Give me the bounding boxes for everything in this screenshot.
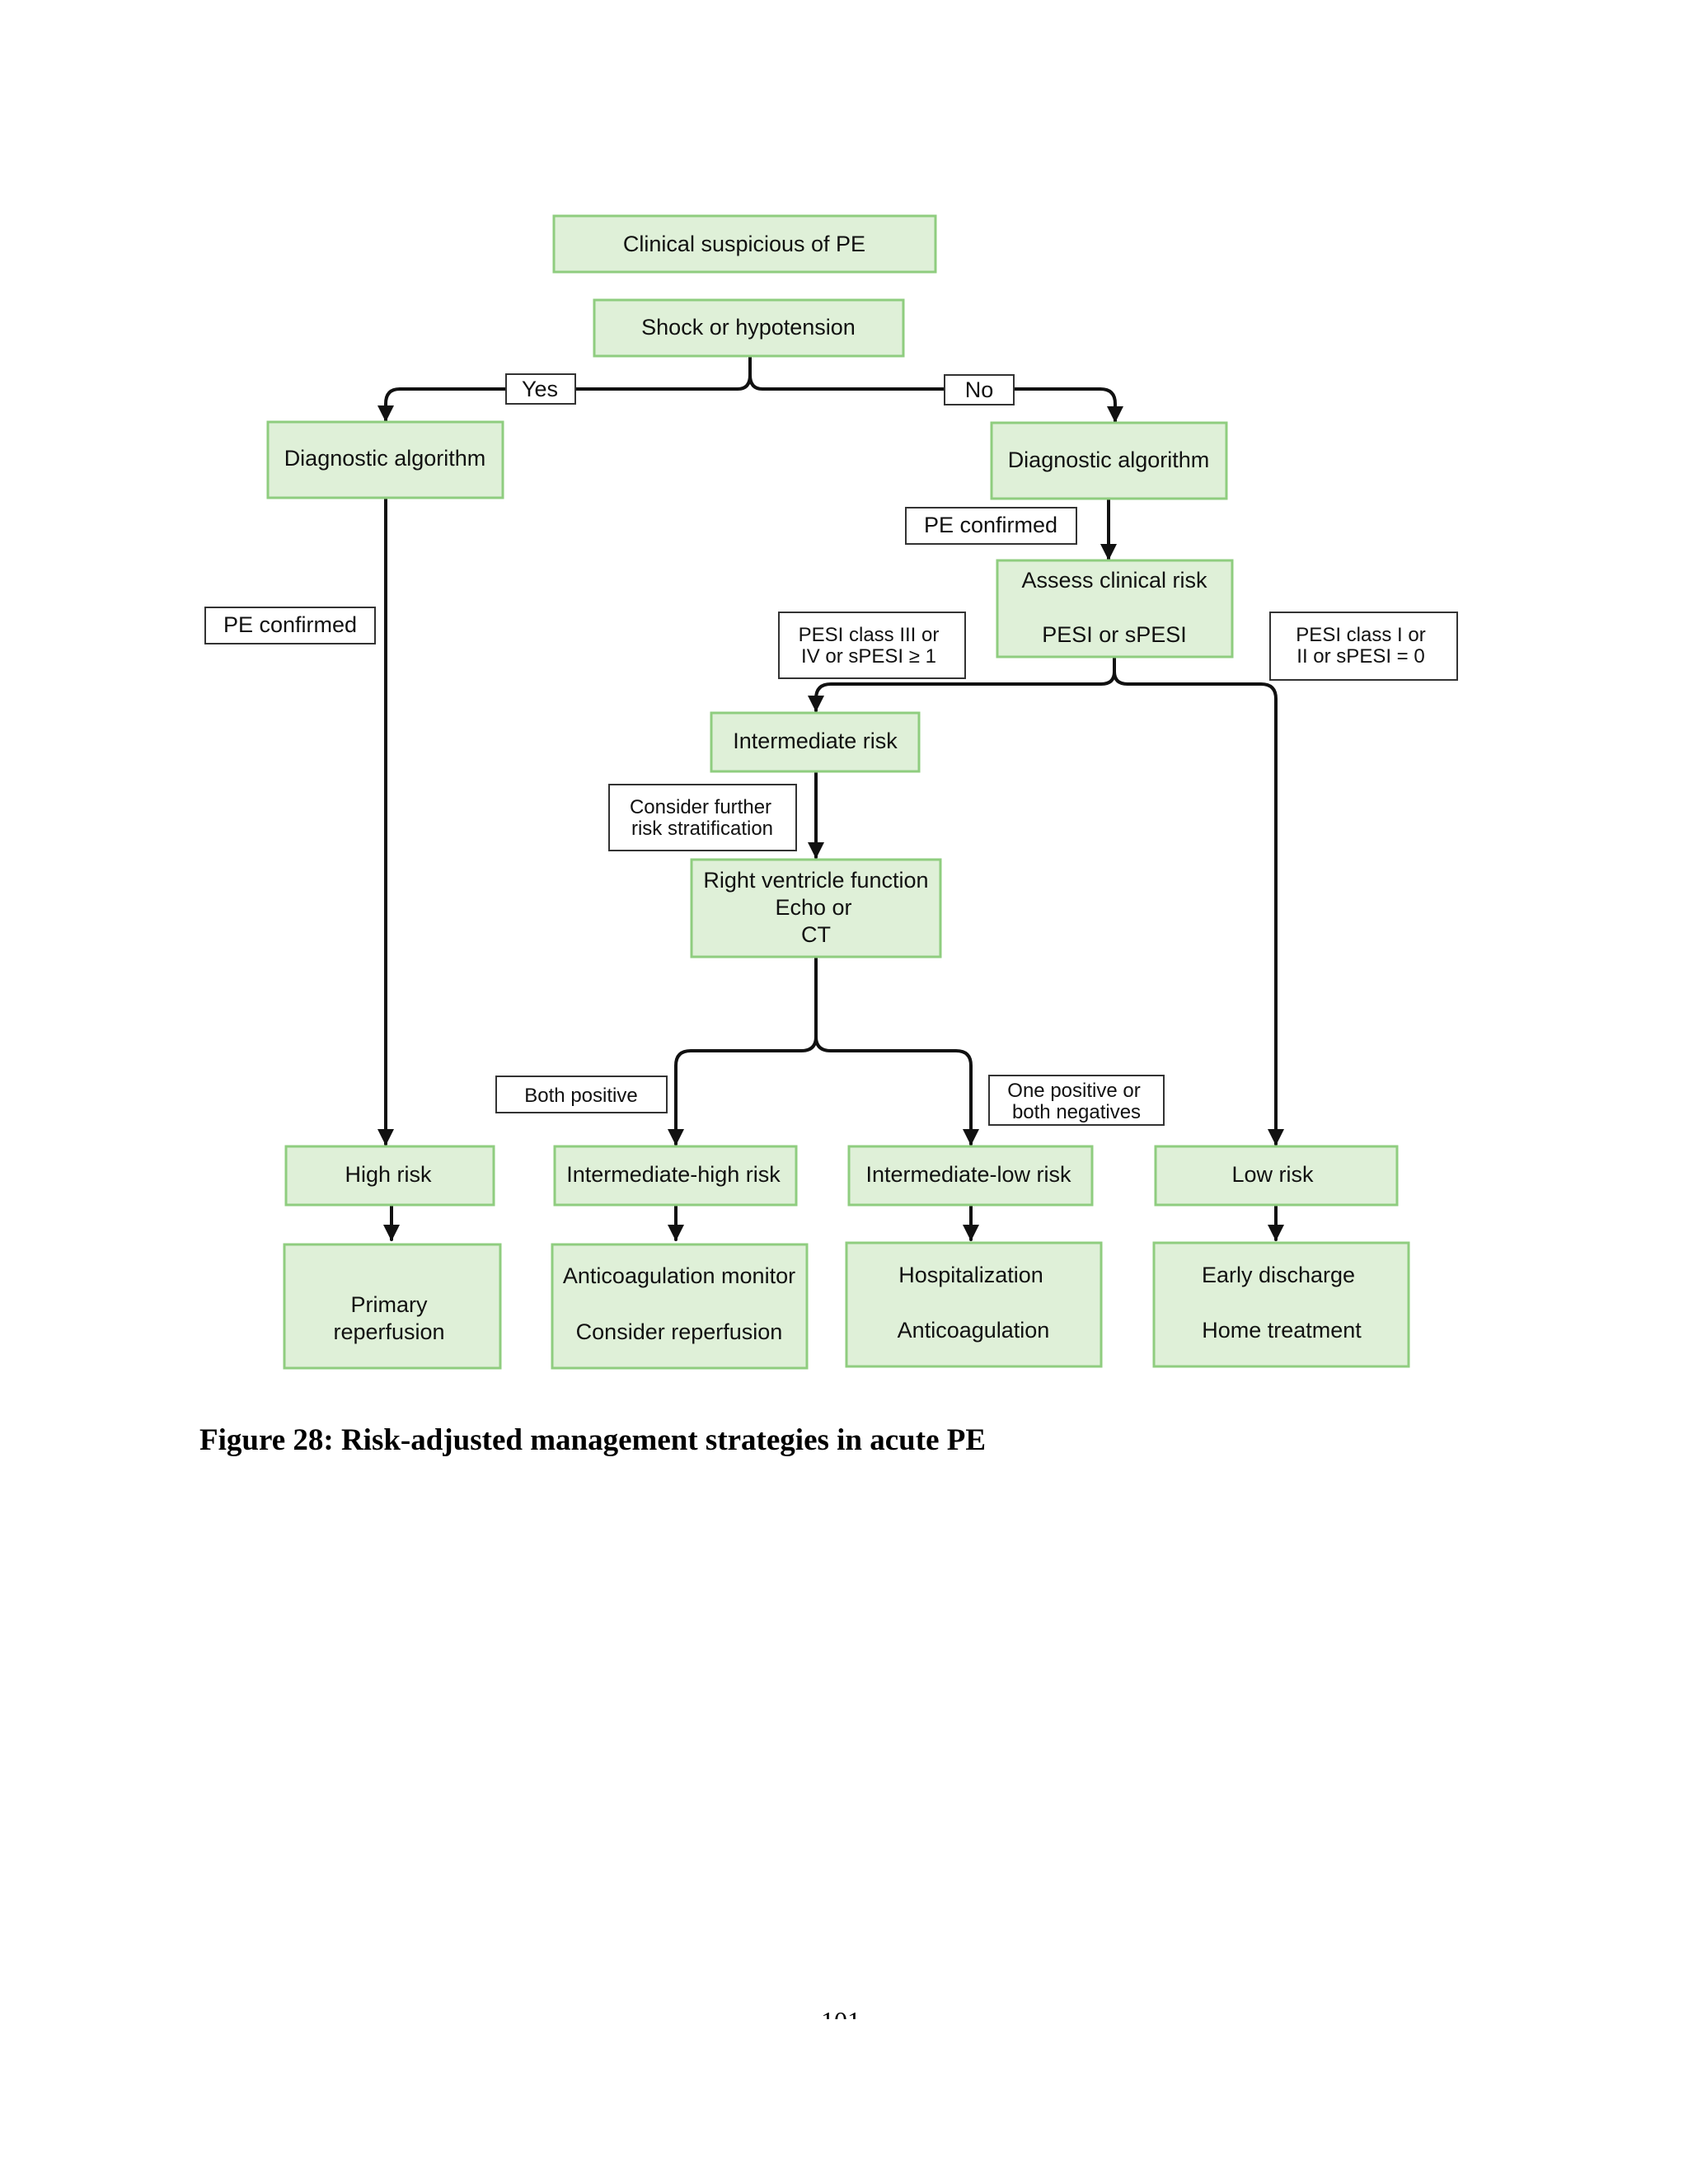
label-consider-further: Consider further risk stratification bbox=[608, 784, 797, 851]
label-pe-confirmed-right: PE confirmed bbox=[905, 507, 1077, 545]
label-yes-text: Yes bbox=[522, 377, 558, 401]
node-early-label-1: Early discharge bbox=[1202, 1263, 1355, 1287]
node-clinical-suspicion: Clinical suspicious of PE bbox=[552, 214, 937, 274]
node-rv-label-2: Echo or bbox=[775, 895, 851, 920]
node-primary-label-1: Primary bbox=[351, 1292, 428, 1317]
label-pe-confirmed-right-text: PE confirmed bbox=[924, 513, 1057, 537]
node-low-risk-label: Low risk bbox=[1231, 1162, 1314, 1187]
node-diag-left-label: Diagnostic algorithm bbox=[284, 446, 486, 471]
label-consider-further-text-2: risk stratification bbox=[631, 818, 773, 840]
node-clinical-suspicion-label: Clinical suspicious of PE bbox=[623, 232, 865, 256]
node-low-risk: Low risk bbox=[1154, 1145, 1399, 1207]
page-number: 101 bbox=[821, 2008, 860, 2019]
node-intermediate-high-risk: Intermediate-high risk bbox=[553, 1145, 798, 1207]
node-assess-label-1: Assess clinical risk bbox=[1021, 568, 1207, 593]
label-one-positive-text-1: One positive or bbox=[1007, 1080, 1140, 1102]
label-pesi-low-text-1: PESI class I or bbox=[1296, 624, 1425, 646]
node-intermediate-label: Intermediate risk bbox=[733, 729, 898, 753]
node-assess-label-2: PESI or sPESI bbox=[1042, 622, 1187, 647]
node-assess-clinical-risk: Assess clinical risk PESI or sPESI bbox=[996, 559, 1234, 658]
label-pe-confirmed-left-text: PE confirmed bbox=[223, 612, 357, 637]
label-consider-further-text-1: Consider further bbox=[630, 796, 771, 818]
label-no: No bbox=[944, 374, 1015, 405]
label-pesi-high-text-1: PESI class III or bbox=[799, 624, 940, 646]
label-both-positive: Both positive bbox=[495, 1076, 668, 1113]
label-pe-confirmed-left: PE confirmed bbox=[204, 607, 376, 644]
connectors bbox=[377, 354, 1284, 1241]
label-one-positive: One positive or both negatives bbox=[988, 1075, 1165, 1126]
node-diagnostic-algorithm-right: Diagnostic algorithm bbox=[990, 421, 1228, 500]
node-right-ventricle-function: Right ventricle function Echo or CT bbox=[690, 858, 942, 958]
label-pesi-low: PESI class I or II or sPESI = 0 bbox=[1269, 612, 1458, 681]
label-pesi-high-text-2: IV or sPESI ≥ 1 bbox=[801, 645, 936, 668]
label-no-text: No bbox=[965, 377, 994, 402]
node-hospitalization: Hospitalization Anticoagulation bbox=[845, 1241, 1103, 1368]
label-pesi-low-text-2: II or sPESI = 0 bbox=[1296, 645, 1424, 668]
node-anticoag-label-1: Anticoagulation monitor bbox=[563, 1263, 795, 1288]
node-shock-hypotension: Shock or hypotension bbox=[593, 298, 905, 358]
node-primary-label-2: reperfusion bbox=[333, 1319, 444, 1344]
node-early-label-2: Home treatment bbox=[1202, 1318, 1362, 1343]
node-rv-label-1: Right ventricle function bbox=[703, 868, 928, 893]
node-high-risk: High risk bbox=[284, 1145, 495, 1207]
node-shock-label: Shock or hypotension bbox=[641, 315, 856, 340]
node-anticoag-label-2: Consider reperfusion bbox=[576, 1319, 783, 1344]
node-int-low-label: Intermediate-low risk bbox=[865, 1162, 1071, 1187]
connector-assess-to-low-risk bbox=[1113, 670, 1284, 1146]
label-both-positive-text: Both positive bbox=[524, 1085, 637, 1107]
node-primary-reperfusion: Primary reperfusion bbox=[283, 1243, 502, 1370]
node-high-risk-label: High risk bbox=[345, 1162, 432, 1187]
label-one-positive-text-2: both negatives bbox=[1012, 1101, 1141, 1123]
label-yes: Yes bbox=[505, 373, 576, 405]
node-intermediate-low-risk: Intermediate-low risk bbox=[847, 1145, 1094, 1207]
connector-rv-split-left bbox=[668, 956, 818, 1146]
figure-caption: Figure 28: Risk-adjusted management stra… bbox=[199, 1423, 987, 1457]
node-intermediate-risk: Intermediate risk bbox=[710, 711, 921, 773]
node-hosp-label-2: Anticoagulation bbox=[898, 1318, 1050, 1343]
node-early-discharge: Early discharge Home treatment bbox=[1152, 1241, 1410, 1368]
node-anticoagulation-monitor: Anticoagulation monitor Consider reperfu… bbox=[551, 1243, 809, 1370]
node-hosp-label-1: Hospitalization bbox=[898, 1263, 1043, 1287]
node-rv-label-3: CT bbox=[801, 922, 831, 947]
connector-rv-split-right bbox=[814, 1035, 979, 1146]
label-pesi-high: PESI class III or IV or sPESI ≥ 1 bbox=[778, 612, 966, 679]
node-int-high-label: Intermediate-high risk bbox=[566, 1162, 781, 1187]
node-diag-right-label: Diagnostic algorithm bbox=[1008, 448, 1210, 472]
node-diagnostic-algorithm-left: Diagnostic algorithm bbox=[266, 420, 504, 499]
